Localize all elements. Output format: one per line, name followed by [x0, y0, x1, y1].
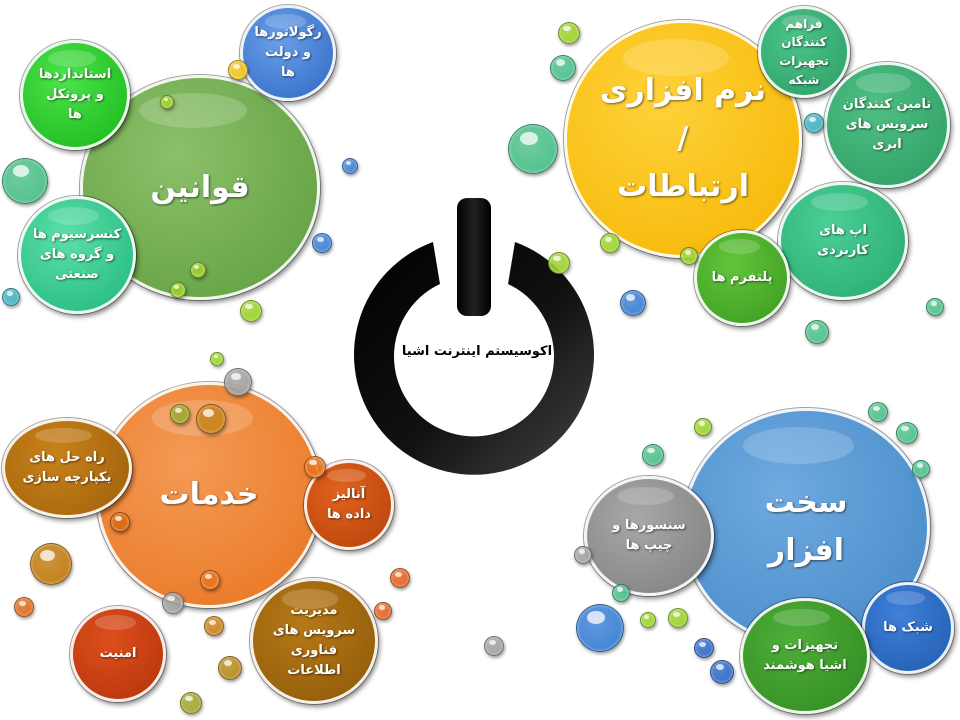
software-cloud-providers-label: تامین کنندگان سرویس های ابری — [842, 96, 932, 153]
decor-dot — [694, 638, 714, 658]
decor-dot — [926, 298, 944, 316]
decor-dot — [200, 570, 220, 590]
decor-dot — [710, 660, 734, 684]
power-ring — [354, 242, 594, 475]
decor-dot — [162, 592, 184, 614]
services-integration-bubble: راه حل های یکپارچه سازی — [2, 418, 132, 518]
hardware-title: سخت افزار — [764, 485, 848, 568]
decor-dot — [210, 352, 224, 366]
rules-regulators-label: رگولاتورها و دولت ها — [254, 24, 322, 81]
rules-standards-bubble: استانداردها و پروتکل ها — [20, 40, 130, 150]
decor-dot — [218, 656, 242, 680]
decor-dot — [600, 233, 620, 253]
hardware-networks-bubble: شبک ها — [862, 582, 954, 674]
rules-regulators-bubble: رگولاتورها و دولت ها — [240, 5, 336, 101]
software-cloud-providers-bubble: تامین کنندگان سرویس های ابری — [824, 62, 950, 188]
software-network-vendors-label: فراهم کنندگان تجهیزات شبکه — [779, 16, 829, 87]
decor-dot — [642, 444, 664, 466]
decor-dot — [484, 636, 504, 656]
decor-dot — [342, 158, 358, 174]
rules-title: قوانین — [150, 169, 250, 205]
decor-dot — [224, 368, 252, 396]
decor-dot — [312, 233, 332, 253]
hardware-sensors-bubble: سنسورها و چیپ ها — [584, 476, 714, 596]
decor-dot — [190, 262, 206, 278]
decor-dot — [694, 418, 712, 436]
software-apps-label: اپ های کاربردی — [817, 222, 869, 258]
decor-dot — [668, 608, 688, 628]
decor-dot — [574, 546, 592, 564]
decor-dot — [2, 288, 20, 306]
services-security-label: امنیت — [99, 645, 137, 661]
software-apps-bubble: اپ های کاربردی — [778, 182, 908, 300]
services-security-bubble: امنیت — [70, 606, 166, 702]
decor-dot — [390, 568, 410, 588]
services-integration-label: راه حل های یکپارچه سازی — [22, 449, 112, 485]
decor-dot — [508, 124, 558, 174]
decor-dot — [576, 604, 624, 652]
software-network-vendors-bubble: فراهم کنندگان تجهیزات شبکه — [758, 6, 850, 98]
decor-dot — [2, 158, 48, 204]
services-title: خدمات — [159, 477, 259, 512]
decor-dot — [640, 612, 656, 628]
decor-dot — [110, 512, 130, 532]
decor-dot — [550, 55, 576, 81]
decor-dot — [620, 290, 646, 316]
decor-dot — [204, 616, 224, 636]
services-it-management-bubble: مدیریت سرویس های فناوری اطلاعات — [250, 578, 378, 704]
software-title: نرم افزاری / ارتباطات — [600, 73, 766, 204]
rules-consortium-bubble: کنسرسیوم ها و گروه های صنعتی — [18, 196, 136, 314]
decor-dot — [196, 404, 226, 434]
decor-dot — [558, 22, 580, 44]
decor-dot — [240, 300, 262, 322]
decor-dot — [170, 282, 186, 298]
decor-dot — [180, 692, 202, 714]
hardware-smart-devices-bubble: تجهیزات و اشیا هوشمند — [740, 598, 870, 714]
decor-dot — [30, 543, 72, 585]
power-icon — [354, 198, 594, 475]
services-it-management-label: مدیریت سرویس های فناوری اطلاعات — [272, 602, 356, 679]
rules-consortium-label: کنسرسیوم ها و گروه های صنعتی — [32, 226, 122, 283]
decor-dot — [912, 460, 930, 478]
decor-dot — [804, 113, 824, 133]
decor-dot — [304, 456, 326, 478]
decor-dot — [374, 602, 392, 620]
center-label: اکوسیستم اینترنت اشیا — [401, 344, 553, 359]
decor-dot — [805, 320, 829, 344]
decor-dot — [896, 422, 918, 444]
services-analytics-label: آنالیز داده ها — [327, 486, 371, 522]
software-platforms-label: پلتفرم ها — [711, 269, 773, 285]
hardware-sensors-label: سنسورها و چیپ ها — [612, 517, 686, 553]
decor-dot — [548, 252, 570, 274]
power-bar — [457, 198, 491, 316]
decor-dot — [228, 60, 248, 80]
decor-dot — [680, 247, 698, 265]
decor-dot — [868, 402, 888, 422]
rules-standards-label: استانداردها و پروتکل ها — [38, 66, 112, 123]
decor-dot — [14, 597, 34, 617]
software-platforms-bubble: پلتفرم ها — [694, 230, 790, 326]
decor-dot — [170, 404, 190, 424]
decor-dot — [160, 95, 174, 109]
hardware-networks-label: شبک ها — [883, 619, 933, 635]
hardware-smart-devices-label: تجهیزات و اشیا هوشمند — [763, 637, 847, 673]
decor-dot — [612, 584, 630, 602]
